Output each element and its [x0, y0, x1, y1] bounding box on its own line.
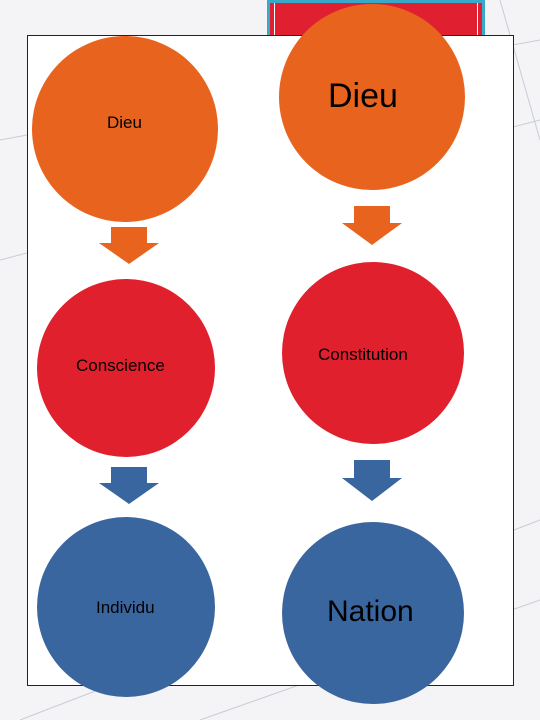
right-middle-label: Constitution: [318, 345, 408, 364]
right-bottom-circle: [282, 522, 464, 704]
right-orange-down-arrow: [342, 206, 402, 245]
left-top-label: Dieu: [107, 113, 142, 132]
left-top-circle: [32, 36, 218, 222]
left-bottom-circle: [37, 517, 215, 697]
left-orange-down-arrow: [99, 227, 159, 264]
left-middle-circle: [37, 279, 215, 457]
left-blue-down-arrow: [99, 467, 159, 504]
right-bottom-label: Nation: [327, 595, 414, 628]
right-top-circle: [279, 4, 465, 190]
left-bottom-label: Individu: [96, 598, 155, 617]
left-middle-label: Conscience: [76, 356, 165, 375]
right-blue-down-arrow: [342, 460, 402, 501]
right-middle-circle: [282, 262, 464, 444]
right-top-label: Dieu: [328, 77, 398, 115]
